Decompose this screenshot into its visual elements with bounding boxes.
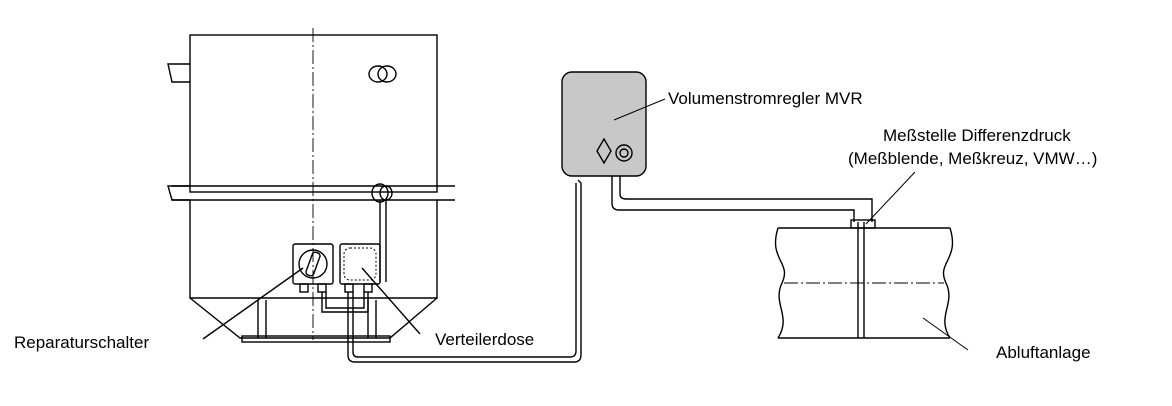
leader-exhaust <box>922 317 969 351</box>
pressure-tube-inner <box>619 176 873 222</box>
signal-cable-inner <box>352 183 577 358</box>
leader-controller <box>613 98 666 121</box>
controller-housing <box>561 71 647 177</box>
exhaust-duct <box>774 219 954 339</box>
dial-outer-icon <box>615 144 633 162</box>
switch-handle-icon <box>305 251 321 277</box>
label-measuring-point-2: (Meßblende, Meßkreuz, VMW…) <box>848 149 1097 168</box>
base-plate <box>241 335 391 343</box>
fan-unit-upper-body <box>189 34 438 193</box>
junction-gland-2 <box>363 283 373 293</box>
junction-box-outer <box>339 243 381 285</box>
label-junction-box: Verteilerdose <box>435 330 534 349</box>
left-flange-top <box>167 63 190 83</box>
duct-break-right <box>942 227 954 339</box>
pressure-tube-outer <box>611 176 855 222</box>
internal-cable <box>321 292 369 313</box>
signal-cable-outer <box>347 179 582 363</box>
junction-box <box>339 243 381 293</box>
fan-unit-lower-body <box>189 200 438 299</box>
switch-gland-1 <box>299 283 309 293</box>
repair-switch-box <box>292 243 334 285</box>
knob-icon <box>368 65 397 83</box>
leader-repair-switch <box>202 267 304 340</box>
fan-unit-base-taper <box>189 297 438 339</box>
junction-gland-1 <box>344 283 354 293</box>
label-repair-switch: Reparaturschalter <box>14 333 149 352</box>
left-flange-mid <box>167 185 190 201</box>
label-measuring-point-1: Meßstelle Differenzdruck <box>883 126 1071 145</box>
measuring-flange <box>850 219 876 229</box>
switch-gland-2 <box>317 283 327 293</box>
leader-junction-box <box>361 267 421 335</box>
junction-box-inner <box>343 247 377 281</box>
duct-break-left <box>774 227 786 339</box>
leader-measuring-point <box>865 171 916 225</box>
volume-controller-mvr <box>561 71 647 177</box>
internal-cable-2 <box>325 292 365 309</box>
repair-switch-dial <box>298 249 328 279</box>
fan-unit <box>167 28 455 343</box>
label-exhaust-system: Abluftanlage <box>996 343 1091 362</box>
dial-inner-icon <box>619 148 629 158</box>
label-volume-controller: Volumenstromregler MVR <box>668 89 863 108</box>
adjust-arrow-icon <box>596 137 612 165</box>
